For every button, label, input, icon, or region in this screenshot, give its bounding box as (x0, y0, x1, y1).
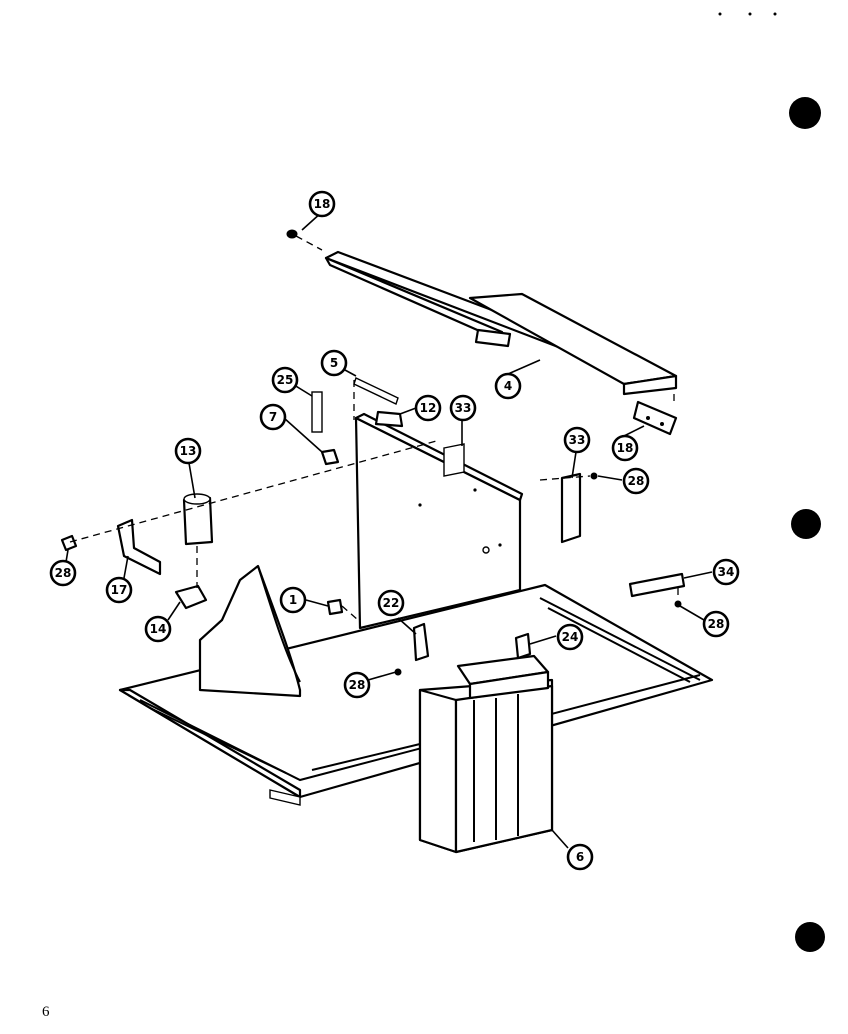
part-13-capacitor (182, 496, 214, 546)
page-number: 6 (42, 1004, 50, 1020)
registration-dot-bottom (795, 922, 825, 952)
svg-text:12: 12 (420, 401, 437, 415)
callouts: 18 4 5 25 7 12 33 33 18 28 13 28 17 14 1… (49, 190, 740, 871)
callout-7: 7 (259, 403, 287, 431)
partition-panel (354, 412, 524, 630)
registration-dot-top (789, 97, 821, 129)
svg-text:28: 28 (708, 617, 725, 631)
svg-text:17: 17 (111, 583, 128, 597)
svg-text:18: 18 (617, 441, 634, 455)
svg-text:18: 18 (314, 197, 331, 211)
part-28-nut-left (60, 534, 78, 552)
callout-18-right: 18 (611, 434, 639, 462)
callout-28-right: 28 (622, 467, 650, 495)
callout-34: 34 (712, 558, 740, 586)
svg-text:7: 7 (269, 410, 277, 424)
callout-28-left: 28 (49, 559, 77, 587)
callout-14: 14 (144, 615, 172, 643)
svg-text:34: 34 (718, 565, 735, 579)
svg-text:33: 33 (455, 401, 472, 415)
part-17-bracket (116, 518, 162, 576)
callout-5: 5 (320, 349, 348, 377)
callout-28-lower-right: 28 (702, 610, 730, 638)
callout-33-right: 33 (563, 426, 591, 454)
screw-18 (286, 229, 298, 239)
callout-13: 13 (174, 437, 202, 465)
svg-text:25: 25 (277, 373, 294, 387)
part-33-right (560, 472, 582, 544)
registration-marks (718, 12, 825, 952)
part-1 (326, 598, 344, 616)
part-25 (311, 391, 323, 433)
svg-text:33: 33 (569, 433, 586, 447)
part-12 (374, 410, 404, 428)
callout-24: 24 (556, 623, 584, 651)
callout-6: 6 (566, 843, 594, 871)
part-33-left (443, 443, 465, 477)
base-pan (118, 583, 714, 806)
svg-text:5: 5 (330, 356, 338, 370)
part-22 (412, 622, 430, 662)
fan-shroud (198, 564, 302, 698)
registration-dot-middle (791, 509, 821, 539)
callout-28-center: 28 (343, 671, 371, 699)
svg-text:28: 28 (349, 678, 366, 692)
part-7 (320, 448, 340, 466)
alignment-lines (69, 235, 679, 621)
callout-33-left: 33 (449, 394, 477, 422)
callout-4: 4 (494, 372, 522, 400)
callout-18-top: 18 (308, 190, 336, 218)
orifice-box (418, 654, 554, 854)
callout-17: 17 (105, 576, 133, 604)
part-34 (628, 572, 686, 598)
leader-lines (65, 211, 713, 849)
bracket-18 (632, 400, 678, 436)
svg-text:13: 13 (180, 444, 197, 458)
svg-text:1: 1 (289, 593, 297, 607)
svg-text:28: 28 (628, 474, 645, 488)
svg-text:28: 28 (55, 566, 72, 580)
svg-text:6: 6 (576, 850, 584, 864)
svg-text:22: 22 (383, 596, 400, 610)
top-cover-rail (324, 250, 678, 396)
callout-25: 25 (271, 366, 299, 394)
part-14-strap (174, 584, 208, 610)
callout-1: 1 (279, 586, 307, 614)
callout-12: 12 (414, 394, 442, 422)
part-24 (514, 632, 532, 660)
svg-text:4: 4 (504, 379, 512, 393)
svg-text:24: 24 (562, 630, 579, 644)
callout-22: 22 (377, 589, 405, 617)
svg-text:14: 14 (150, 622, 167, 636)
part-5 (353, 377, 399, 405)
